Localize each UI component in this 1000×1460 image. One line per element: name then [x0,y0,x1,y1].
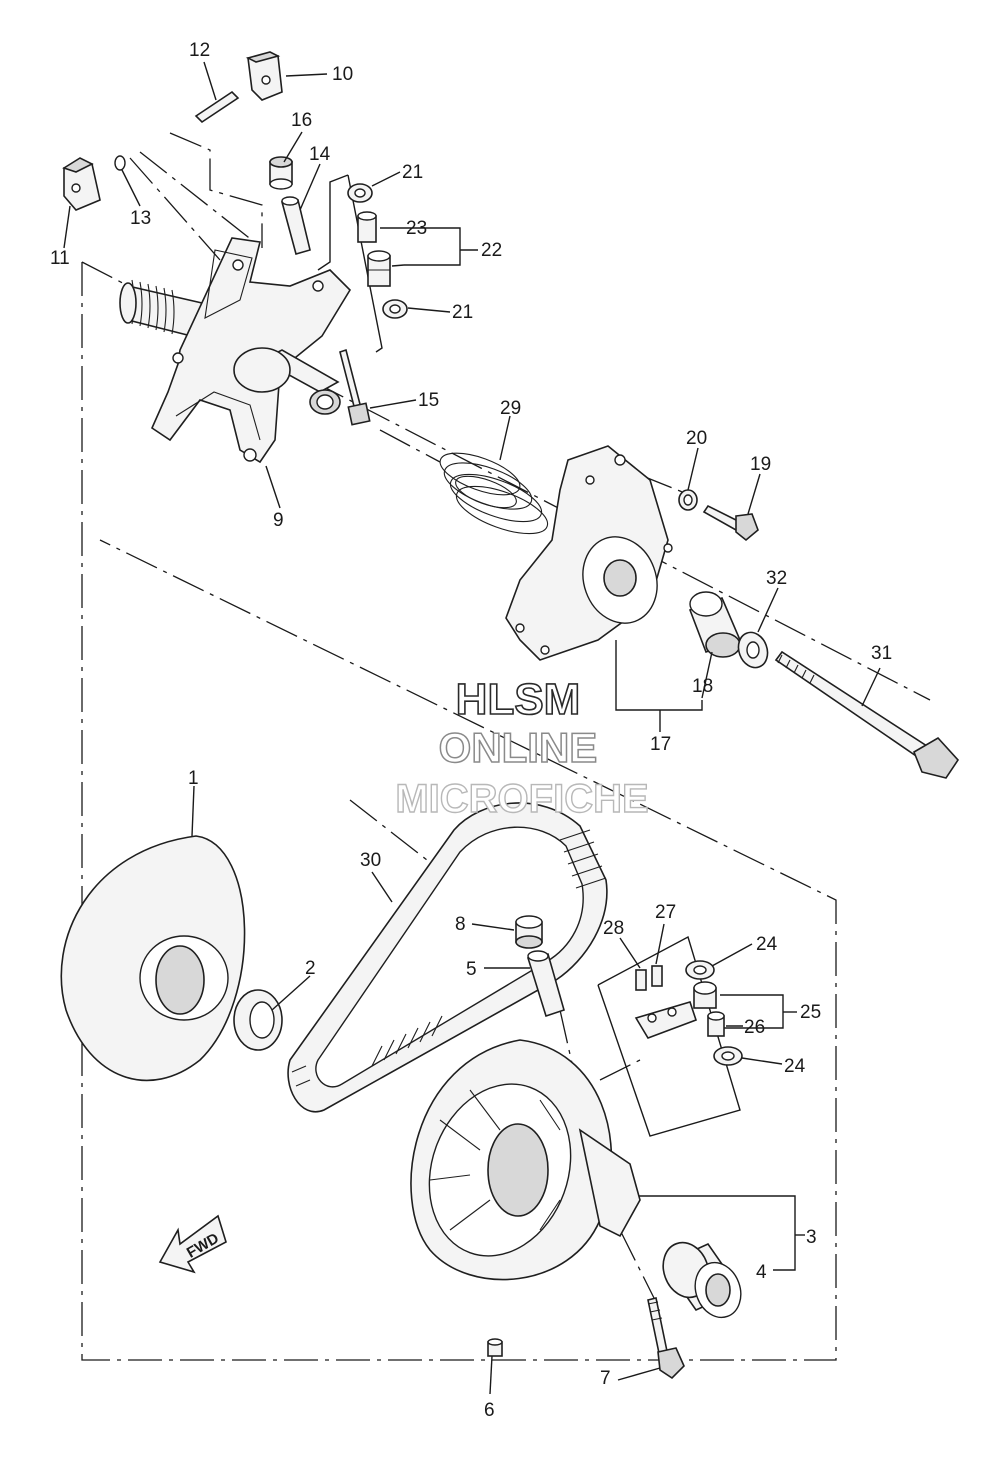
callout-6: 6 [484,1400,495,1421]
callout-30: 30 [360,850,381,871]
sleeve-23 [357,211,377,243]
roller-block-11 [62,157,101,211]
callout-7: 7 [600,1368,611,1389]
bolt-31 [774,650,960,779]
callout-23: 23 [406,218,427,239]
callout-17: 17 [650,734,671,755]
callout-21-bottom: 21 [452,302,473,323]
callout-4: 4 [756,1262,767,1283]
cap-6 [487,1338,503,1357]
callout-1: 1 [188,768,199,789]
callout-11: 11 [50,248,70,269]
callout-26: 26 [744,1017,765,1038]
pin-12 [194,90,240,124]
callout-16: 16 [291,110,312,131]
fixed-sheave-1 [60,835,246,1082]
watermark: HLSM ONLINE MICROFICHE [395,674,650,822]
callout-24-bottom: 24 [784,1056,806,1077]
bushing-5 [526,950,565,1018]
callout-12: 12 [189,40,210,61]
roller-26 [707,1011,725,1037]
washer-21-bottom [382,299,408,319]
spider-cam-assembly [119,237,352,464]
o-ring-13 [114,155,126,171]
callout-10: 10 [332,64,353,85]
callout-8: 8 [455,914,466,935]
callout-32: 32 [766,568,787,589]
spacer-2 [233,989,283,1051]
callout-19: 19 [750,454,771,475]
bushing-16 [269,156,293,190]
callout-25: 25 [800,1002,821,1023]
roller-24-bottom [713,1046,743,1066]
callout-21-top: 21 [402,162,423,183]
callout-31: 31 [871,643,892,664]
bushing-4 [662,1241,742,1319]
bushing-18 [688,591,742,658]
spring-29 [439,452,549,535]
callout-15: 15 [418,390,439,411]
callout-13: 13 [130,208,151,229]
watermark-line-1: HLSM [456,675,581,724]
washer-21-top [347,183,373,203]
callout-2: 2 [305,958,316,979]
callout-14: 14 [309,144,331,165]
bolt-19 [702,504,759,542]
callout-28: 28 [603,918,624,939]
callout-29: 29 [500,398,521,419]
callout-5: 5 [466,959,477,980]
pin-14 [280,196,311,255]
callout-3: 3 [806,1227,817,1248]
bolt-7 [647,1297,685,1380]
drive-belt-30 [287,802,608,1113]
spring-cover-17 [505,445,673,661]
callout-9: 9 [273,510,284,531]
fwd-arrow-icon: FWD [158,1214,227,1274]
watermark-line-3: MICROFICHE [395,777,648,821]
roller-22 [367,250,391,287]
watermark-line-2: ONLINE [439,724,598,771]
collar-8 [515,915,543,949]
roller-25 [693,981,717,1009]
callout-22: 22 [481,240,502,261]
leader-lines [63,61,881,1395]
roller-block-10 [245,51,283,101]
roller-24-top [685,960,715,980]
callout-20: 20 [686,428,707,449]
movable-sheave-3 [410,1039,641,1281]
bolt-15 [339,348,371,426]
callout-labels: 1 2 3 4 5 6 7 8 9 10 11 12 13 14 15 16 1… [50,40,892,1421]
callout-18: 18 [692,676,713,697]
callout-24-top: 24 [756,934,778,955]
plate-screws-27-28 [634,965,698,1039]
callout-27: 27 [655,902,676,923]
washer-32 [737,631,769,669]
washer-20 [678,489,698,511]
